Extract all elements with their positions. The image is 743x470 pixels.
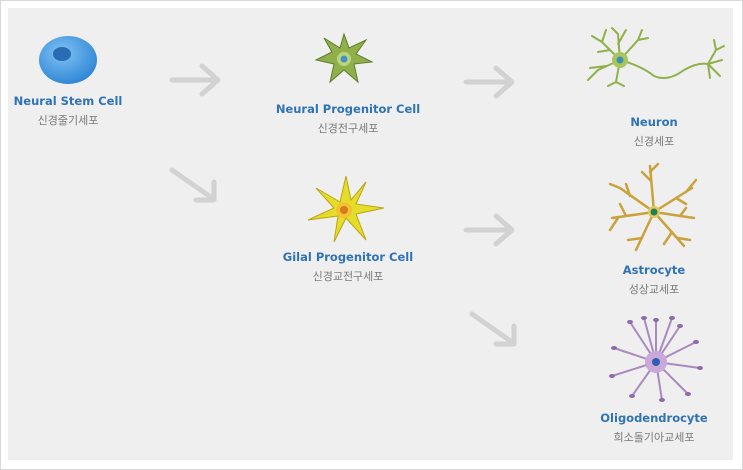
astrocyte-en: Astrocyte [622,263,686,277]
gilal-progenitor-cell-icon [307,175,385,243]
arrow-gilal-progenitor-to-oligodendrocyte [469,311,517,347]
oligodendrocyte-ko: 희소돌기아교세포 [613,431,695,444]
oligodendrocyte-label: Oligodendrocyte 희소돌기아교세포 [584,411,724,445]
neural-stem-cell-icon [39,36,97,84]
arrow-neural-progenitor-to-neuron [463,65,515,99]
oligodendrocyte-en: Oligodendrocyte [600,411,708,425]
arrow-stem-to-gilal-progenitor [169,167,217,203]
neural-progenitor-cell-en: Neural Progenitor Cell [275,102,421,116]
neural-stem-cell-ko: 신경줄기세포 [37,114,99,127]
neural-progenitor-cell-label: Neural Progenitor Cell 신경전구세포 [273,102,423,136]
gilal-progenitor-cell-en: Gilal Progenitor Cell [282,250,414,264]
neuron-icon [587,27,725,87]
astrocyte-label: Astrocyte 성상교세포 [594,263,714,297]
astrocyte-icon [608,162,698,252]
neuron-en: Neuron [630,115,678,129]
oligodendrocyte-icon [609,316,703,402]
neural-progenitor-cell-icon [314,32,374,84]
neural-stem-cell-label: Neural Stem Cell 신경줄기세포 [8,94,128,128]
astrocyte-ko: 성상교세포 [628,283,680,296]
arrow-stem-to-neural-progenitor [169,63,221,97]
arrow-gilal-progenitor-to-astrocyte [463,213,515,247]
neuron-ko: 신경세포 [633,135,675,148]
gilal-progenitor-cell-label: Gilal Progenitor Cell 신경교전구세포 [273,250,423,284]
diagram-panel: Neural Stem Cell 신경줄기세포 Neural Progenito… [8,8,733,460]
neuron-label: Neuron 신경세포 [594,115,714,149]
neural-stem-cell-en: Neural Stem Cell [13,94,123,108]
gilal-progenitor-cell-ko: 신경교전구세포 [312,270,384,283]
neural-progenitor-cell-ko: 신경전구세포 [317,122,379,135]
